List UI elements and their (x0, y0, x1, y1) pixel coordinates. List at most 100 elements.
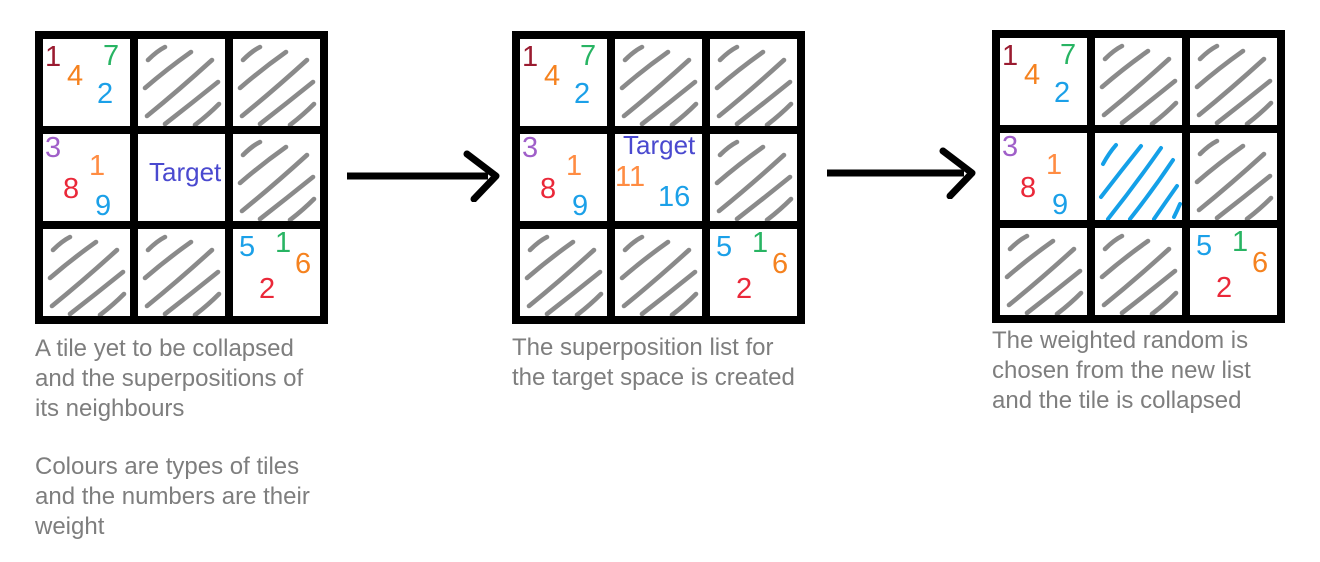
caption-paragraph: The weighted random is chosen from the ne… (992, 326, 1312, 416)
weight-number: 1 (522, 41, 539, 73)
target-label: Target (623, 130, 696, 160)
weight-number: 2 (1216, 272, 1233, 304)
caption-line: its neighbours (35, 395, 185, 422)
caption-2: The weighted random is chosen from the ne… (992, 326, 1312, 416)
weight-number: 7 (103, 40, 120, 72)
undecided-tile-hatch-icon (237, 139, 317, 221)
target-label: Target (149, 157, 222, 187)
caption-line: weight (35, 513, 105, 540)
undecided-tile-hatch-icon (1194, 43, 1274, 125)
tile-cell-r2c0 (1000, 228, 1087, 315)
weight-number: 11 (615, 161, 646, 193)
weight-number: 9 (572, 190, 589, 222)
caption-line: Colours are types of tiles (35, 453, 300, 480)
weight-number: 4 (1024, 59, 1041, 91)
caption-line: and the tile is collapsed (992, 387, 1242, 414)
weight-number: 5 (1196, 230, 1213, 262)
tile-cell-r0c2 (1190, 38, 1277, 125)
tile-cell-r1c2 (1190, 133, 1277, 220)
weight-number: 8 (1020, 172, 1037, 204)
weight-number: 7 (580, 40, 597, 72)
weight-number: 3 (522, 132, 539, 164)
weight-number: 8 (63, 173, 80, 205)
tile-cell-r1c2 (710, 134, 797, 221)
weight-number: 5 (239, 231, 256, 263)
undecided-tile-hatch-icon (714, 44, 794, 126)
tile-cell-r0c2 (233, 39, 320, 126)
caption-1: The superposition list for the target spa… (512, 333, 852, 393)
tile-cell-r0c1 (1095, 38, 1182, 125)
tile-cell-r1c1: Target (138, 134, 225, 221)
weight-number: 9 (95, 190, 112, 222)
undecided-tile-hatch-icon (714, 139, 794, 221)
weight-number: 2 (736, 273, 753, 305)
tile-cell-r0c1 (615, 39, 702, 126)
tile-cell-r2c0 (43, 229, 130, 316)
caption-line: and the superpositions of (35, 365, 304, 392)
undecided-tile-hatch-icon (237, 44, 317, 126)
caption-line: and the numbers are their (35, 483, 310, 510)
weight-number: 5 (716, 231, 733, 263)
weight-number: 2 (259, 273, 276, 305)
caption-0: A tile yet to be collapsed and the superp… (35, 334, 365, 542)
weight-number: 2 (97, 78, 114, 110)
weight-number: 4 (67, 60, 84, 92)
caption-line: chosen from the new list (992, 357, 1251, 384)
tile-cell-r2c0 (520, 229, 607, 316)
weight-number: 1 (752, 227, 769, 259)
caption-paragraph: The superposition list for the target spa… (512, 333, 852, 393)
collapsed-tile-hatch-icon (1099, 143, 1182, 220)
undecided-tile-hatch-icon (619, 234, 699, 316)
tile-cell-r0c2 (710, 39, 797, 126)
undecided-tile-hatch-icon (142, 234, 222, 316)
undecided-tile-hatch-icon (47, 234, 127, 316)
caption-line: A tile yet to be collapsed (35, 335, 294, 362)
tile-cell-r2c1 (138, 229, 225, 316)
tile-cell-r2c1 (615, 229, 702, 316)
caption-paragraph: Colours are types of tiles and the number… (35, 452, 365, 542)
tile-cell-r0c1 (138, 39, 225, 126)
undecided-tile-hatch-icon (619, 44, 699, 126)
caption-line: The weighted random is (992, 327, 1249, 354)
weight-number: 6 (772, 248, 789, 280)
weight-number: 1 (45, 41, 62, 73)
weight-number: 3 (1002, 131, 1019, 163)
weight-number: 2 (1054, 77, 1071, 109)
undecided-tile-hatch-icon (1099, 43, 1179, 125)
weight-number: 7 (1060, 39, 1077, 71)
weight-number: 1 (1046, 149, 1063, 181)
caption-paragraph: A tile yet to be collapsed and the superp… (35, 334, 365, 424)
weight-number: 6 (295, 248, 312, 280)
right-arrow-icon (827, 147, 976, 199)
undecided-tile-hatch-icon (142, 44, 222, 126)
weight-number: 3 (45, 132, 62, 164)
undecided-tile-hatch-icon (1194, 138, 1274, 220)
undecided-tile-hatch-icon (1099, 233, 1179, 315)
right-arrow-icon (347, 150, 500, 202)
weight-number: 1 (566, 150, 583, 182)
tile-cell-r2c1 (1095, 228, 1182, 315)
caption-line: the target space is created (512, 364, 795, 391)
undecided-tile-hatch-icon (1004, 233, 1084, 315)
caption-line: The superposition list for (512, 334, 774, 361)
weight-number: 6 (1252, 247, 1269, 279)
weight-number: 1 (1002, 40, 1019, 72)
weight-number: 1 (89, 150, 106, 182)
tile-cell-r1c2 (233, 134, 320, 221)
weight-number: 16 (658, 181, 691, 213)
weight-number: 9 (1052, 189, 1069, 221)
